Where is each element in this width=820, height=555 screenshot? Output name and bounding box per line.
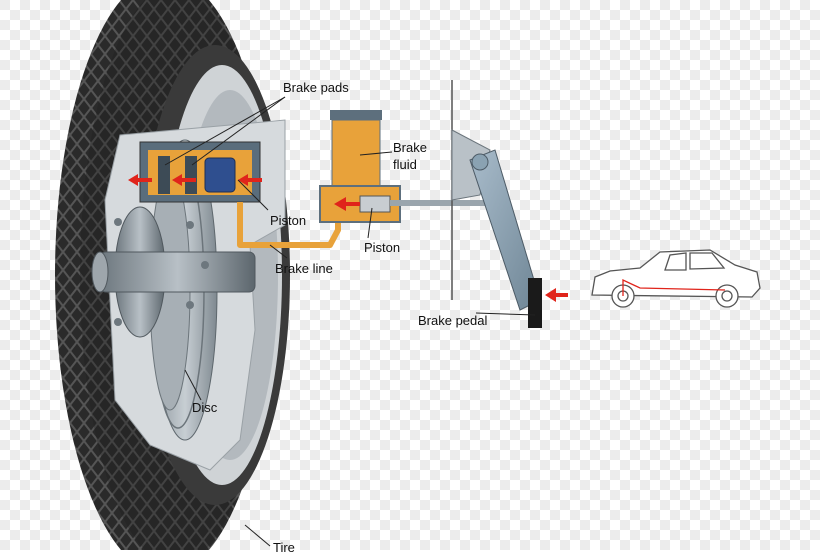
leader-lines [164,96,536,547]
master-piston [359,195,391,213]
caliper-piston [204,157,236,193]
label-piston-caliper: Piston [270,213,307,228]
master-cylinder [319,110,510,223]
label-brake-fluid-line2: fluid [393,157,417,172]
label-piston-master: Piston [364,240,401,255]
label-brake-pedal: Brake pedal [418,313,488,328]
red-arrow-icon [128,174,568,302]
label-disc: Disc [192,400,218,415]
caliper [139,141,261,203]
hub [91,206,256,338]
label-tire: Tire [273,540,295,555]
label-brake-line: Brake line [275,261,333,276]
brake-line [237,202,341,248]
label-brake-pads: Brake pads [283,80,349,95]
label-brake-fluid-line1: Brake [393,140,427,155]
car-icon [591,249,761,308]
brake-pedal-arm [469,149,542,328]
